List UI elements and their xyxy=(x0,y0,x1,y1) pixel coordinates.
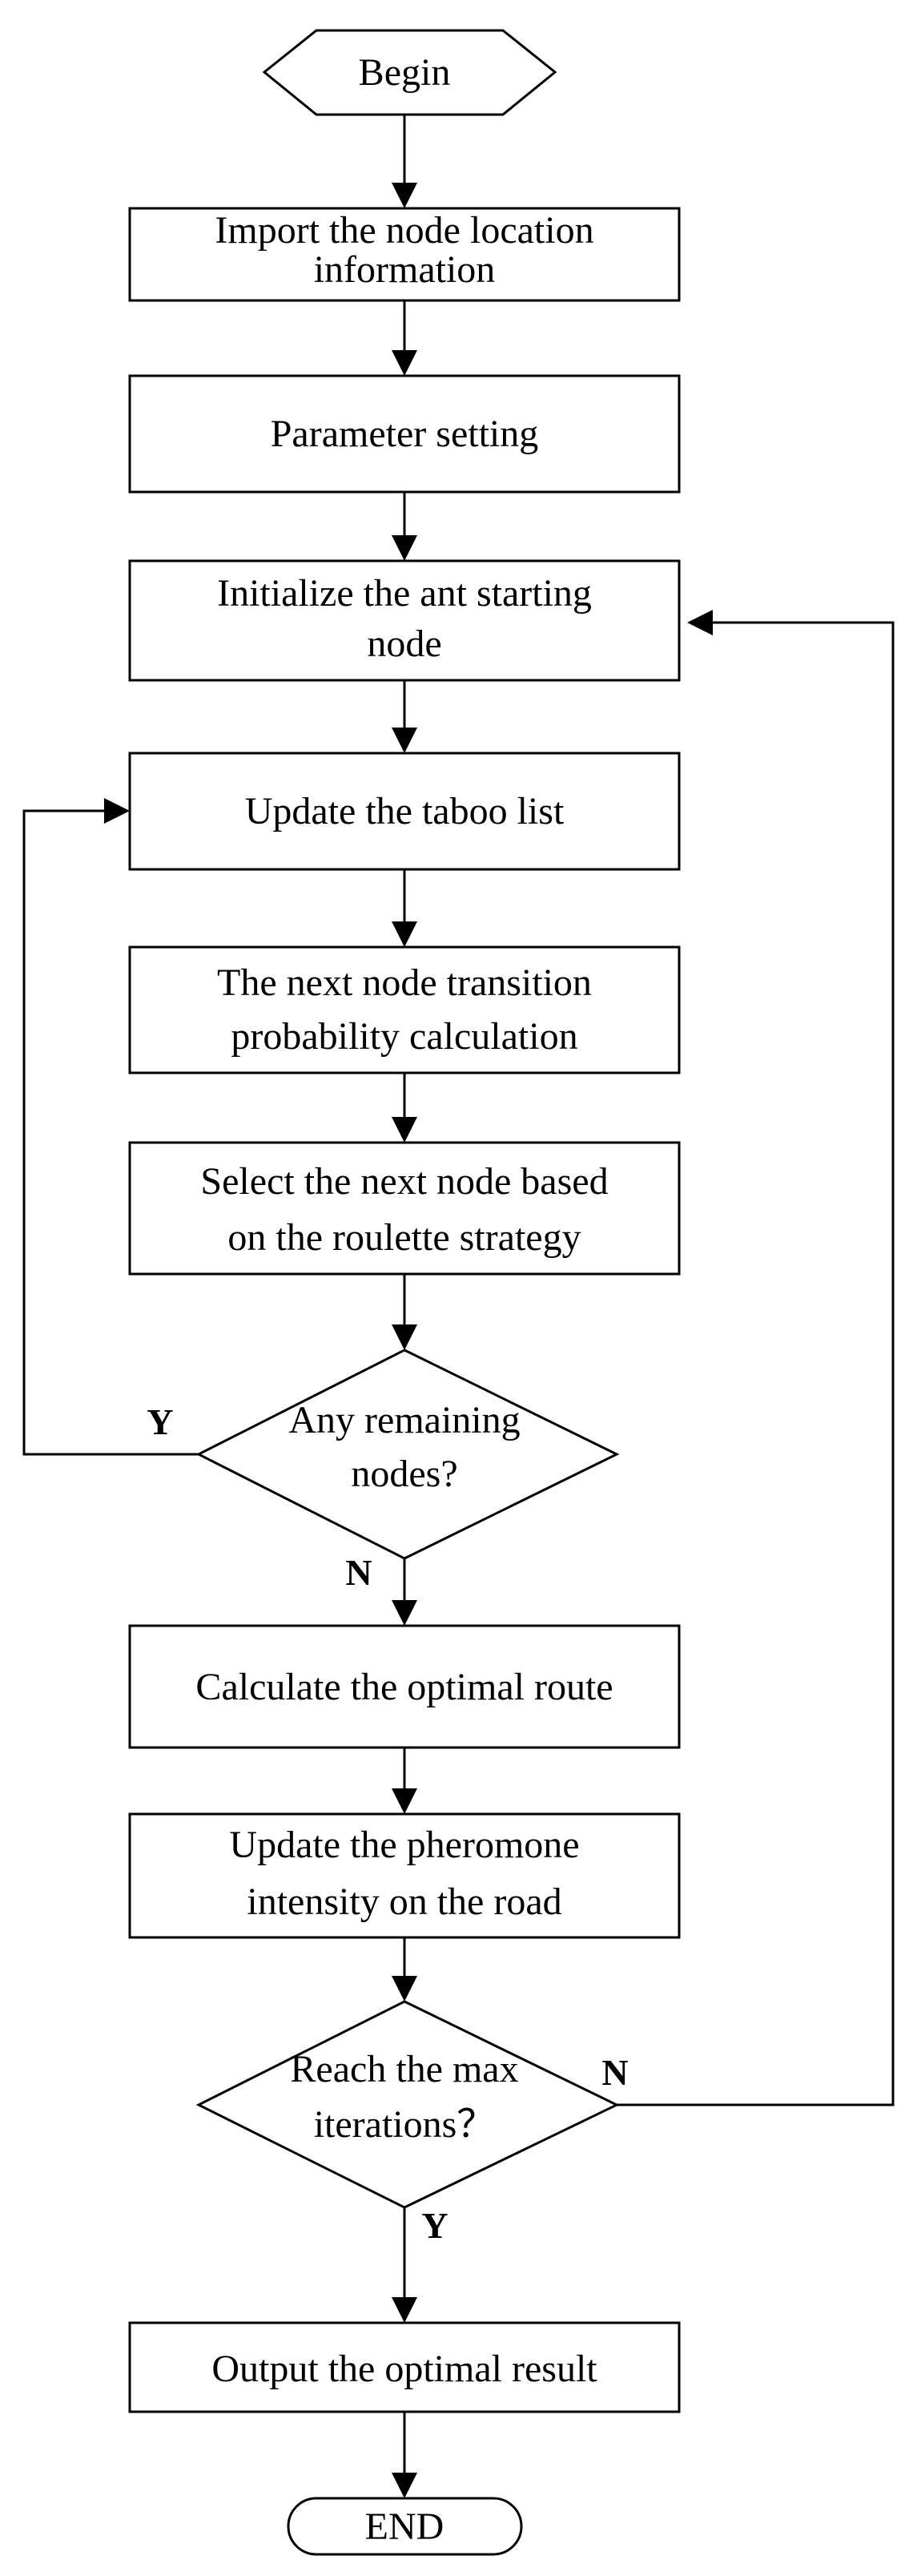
output-label: Output the optimal result xyxy=(211,2348,597,2390)
arrowhead-select xyxy=(392,1117,417,1143)
pheromone-label-line1: Update the pheromone xyxy=(229,1824,579,1866)
maxiter-no-label: N xyxy=(601,2052,628,2093)
arrowhead-init xyxy=(392,535,417,561)
roulette-select-box: Select the next node based on the roulet… xyxy=(128,1141,681,1276)
arrowhead-end xyxy=(392,2473,417,2498)
remaining-label-line1: Any remaining xyxy=(288,1399,520,1441)
arrowhead-taboo xyxy=(392,728,417,753)
arrow-maxiter-no-loop xyxy=(617,621,895,2106)
import-node-box: Import the node location information xyxy=(128,207,681,302)
pheromone-label-line2: intensity on the road xyxy=(247,1881,561,1923)
end-label: END xyxy=(365,2505,444,2548)
optimal-route-box: Calculate the optimal route xyxy=(128,1624,681,1749)
import-label-line2: information xyxy=(314,248,496,291)
arrowhead-maxiter xyxy=(392,1976,417,2002)
remaining-nodes-decision: Any remaining nodes? xyxy=(195,1348,620,1560)
end-terminal: END xyxy=(287,2497,523,2556)
arrowhead-taboo-loop xyxy=(104,798,130,824)
output-result-box: Output the optimal result xyxy=(128,2321,681,2413)
param-label: Parameter setting xyxy=(271,413,539,455)
transition-probability-box: The next node transition probability cal… xyxy=(128,945,681,1074)
import-label-line1: Import the node location xyxy=(215,209,593,252)
arrowhead-param xyxy=(392,350,417,376)
taboo-label: Update the taboo list xyxy=(245,790,565,832)
prob-label-line1: The next node transition xyxy=(217,961,592,1004)
remaining-label-line2: nodes? xyxy=(351,1453,457,1495)
pheromone-update-box: Update the pheromone intensity on the ro… xyxy=(128,1812,681,1939)
maxiter-label-line1: Reach the max xyxy=(290,2048,518,2090)
arrow-remaining-yes-loop xyxy=(22,809,199,1456)
maxiter-yes-label: Y xyxy=(421,2205,448,2246)
remaining-yes-label: Y xyxy=(147,1401,173,1442)
arrowhead-pheromone xyxy=(392,1788,417,1814)
arrowhead-init-loop xyxy=(687,610,713,635)
arrowhead-prob xyxy=(392,921,417,947)
arrowhead-route xyxy=(392,1600,417,1626)
init-label-line2: node xyxy=(367,623,441,665)
select-label-line1: Select the next node based xyxy=(200,1160,608,1203)
parameter-setting-box: Parameter setting xyxy=(128,374,681,494)
begin-terminal: Begin xyxy=(262,29,557,116)
prob-label-line2: probability calculation xyxy=(231,1015,577,1058)
connectors xyxy=(22,115,895,2498)
init-label-line1: Initialize the ant starting xyxy=(217,572,592,615)
arrowhead-output xyxy=(392,2297,417,2323)
remaining-no-label: N xyxy=(345,1552,372,1593)
maxiter-label-line2: iterations？ xyxy=(314,2103,496,2146)
select-label-line2: on the roulette strategy xyxy=(227,1216,581,1259)
max-iterations-decision: Reach the max iterations？ xyxy=(195,2000,620,2209)
arrowhead-remaining xyxy=(392,1324,417,1350)
begin-label: Begin xyxy=(359,51,451,94)
update-taboo-box: Update the taboo list xyxy=(128,752,681,871)
optimal-route-label: Calculate the optimal route xyxy=(195,1666,613,1708)
arrowhead-import xyxy=(392,183,417,208)
initialize-ant-box: Initialize the ant starting node xyxy=(128,559,681,682)
